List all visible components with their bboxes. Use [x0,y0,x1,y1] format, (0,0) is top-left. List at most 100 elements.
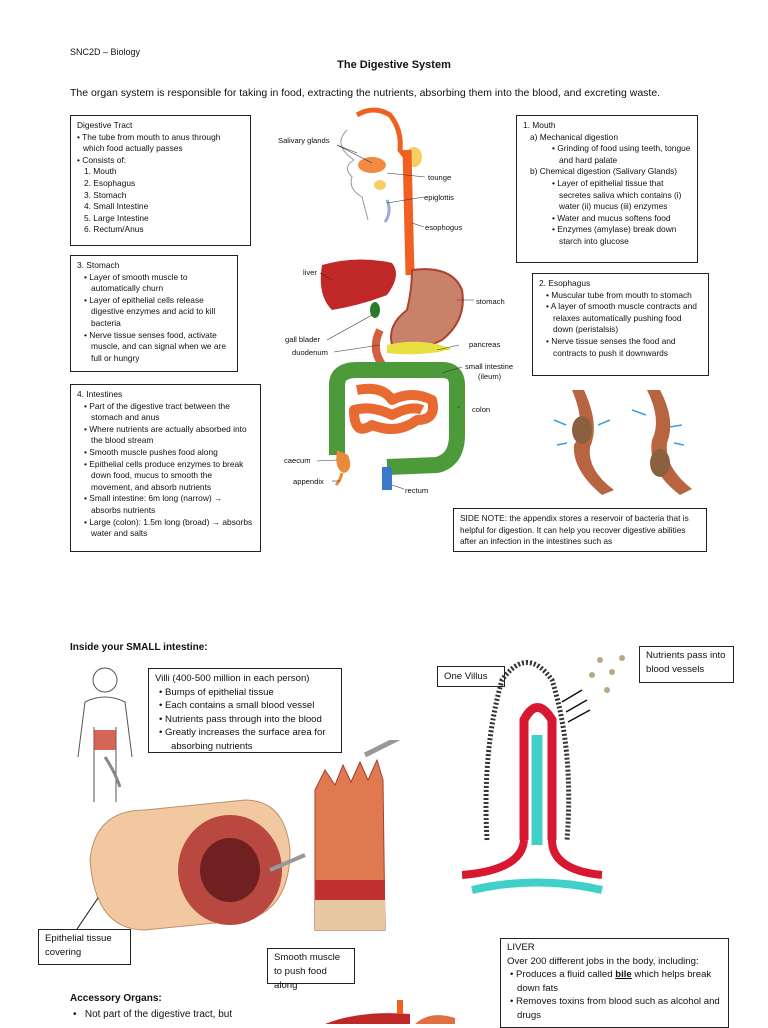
accessory-bullet-text: Not part of the digestive tract, but [84,1009,233,1020]
tract-item: 2. Esophagus [84,177,136,188]
esophagus-tube [402,149,415,276]
pancreas-shape [387,341,452,355]
label-tongue: tounge [428,173,452,182]
intestine-mini [94,730,116,750]
villus-wall [483,660,572,841]
tract-item: 4. Small Intestine [84,201,149,212]
accessory-heading: Accessory Organs: [70,993,162,1004]
stomach-bullet: Layer of epithelial cells release digest… [77,295,231,330]
villi-bullet: Nutrients pass through into the blood [155,713,335,727]
villi-bullet: Each contains a small blood vessel [155,699,335,713]
intestines-bullet: Large (colon): 1.5m long (broad) → absor… [77,517,254,540]
tract-item: 3. Stomach [84,189,127,200]
label-ileum: (ileum) [478,372,502,381]
esophagus-box: 2. Esophagus Muscular tube from mouth to… [532,273,709,376]
liver-bullet: • Removes toxins from blood such as alco… [510,996,720,1021]
tract-heading: Digestive Tract [77,120,133,130]
epithelial-label: Epithelial tissue covering [38,929,131,965]
colon-shape [329,362,465,475]
digestive-tract-box: Digestive Tract The tube from mouth to a… [70,115,251,246]
label-pancreas: pancreas [469,340,501,349]
liver-text: Over 200 different jobs in the body, inc… [507,955,699,967]
tract-item: 5. Large Intestine [84,212,149,223]
blood-vessel-base [462,839,603,879]
mouth-box: 1. Mouth a) Mechanical digestion Grindin… [516,115,698,263]
label-appendix: appendix [293,477,324,486]
digestive-system-diagram [316,107,474,490]
tract-bullet: Consists of: [77,155,244,167]
mouth-b-bullet: Water and mucus softens food [545,213,691,225]
label-rectum: rectum [405,486,429,495]
arrow [363,740,401,758]
appendix-shape [334,472,344,487]
esophagus-bullet: A layer of smooth muscle contracts and r… [539,301,702,336]
mouth-heading: 1. Mouth [523,120,556,130]
stomach-bullet: Nerve tissue senses food, activate muscl… [77,330,231,365]
esophagus-bullet: Muscular tube from mouth to stomach [539,290,702,302]
body-outline-figure [77,667,133,802]
label-stomach: stomach [476,297,505,306]
peristalsis-illustration [553,390,692,495]
intestine-lumen-inner [200,838,260,902]
arrow [269,853,306,872]
stomach-heading: 3. Stomach [77,260,120,270]
tongue-shape [358,157,386,173]
tract-bullet: The tube from mouth to anus through whic… [77,132,244,155]
smooth-muscle-label: Smooth muscle to push food along [267,948,355,991]
caecum-shape [336,450,351,473]
small-intestine-shape [349,383,438,434]
label-small-intestine: small intestine [465,362,514,371]
label-gall-bladder: gall blader [285,335,321,344]
liver-shape [320,259,396,310]
villi-bullet: Bumps of epithelial tissue [155,686,335,700]
nutrients-label: Nutrients pass into blood vessels [639,646,734,683]
label-epiglottis: epiglottis [424,193,454,202]
esophagus-bullet: Nerve tissue senses the food and contrac… [539,336,702,359]
villi-title: Villi (400-500 million in each person) [155,673,310,684]
label-esophagus: esophogus [425,223,463,232]
liver-bullet: • Produces a fluid called bile which hel… [510,969,712,994]
intestines-heading: 4. Intestines [77,389,123,399]
muscle-layer [315,880,385,900]
liver-box: LIVER Over 200 different jobs in the bod… [500,938,729,1028]
label-salivary-glands: Salivary glands [278,136,330,145]
small-intestine-heading: Inside your SMALL intestine: [70,642,208,653]
esophagus-segment [647,390,692,495]
oral-cavity [355,107,414,167]
label-caecum: caecum [284,456,311,465]
mouth-a-bullet: Grinding of food using teeth, tongue and… [545,143,691,166]
stomach-box: 3. Stomach Layer of smooth muscle to aut… [70,255,238,372]
trachea [383,199,391,223]
food-bolus [572,416,592,444]
intestines-bullet: Part of the digestive tract between the … [77,401,254,424]
stomach-bullet: Layer of smooth muscle to automatically … [77,272,231,295]
intestines-bullet: Small intestine: 6m long (narrow) → abso… [77,493,254,516]
label-colon: colon [472,405,491,414]
page-title: The Digestive System [337,59,451,71]
villus-diagram [462,655,625,894]
tract-item: 1. Mouth [84,166,117,177]
label-liver: liver [303,268,317,277]
esophagus-heading: 2. Esophagus [539,278,591,288]
tract-item: 6. Rectum/Anus [84,224,144,235]
mouth-a: a) Mechanical digestion [530,131,618,142]
liver-illustration [325,1000,455,1024]
mouth-b-bullet: Layer of epithelial tissue that secretes… [545,178,691,213]
salivary-gland [374,180,386,190]
stomach-shape [390,268,464,350]
intestines-box: 4. Intestines Part of the digestive trac… [70,384,261,552]
lacteal-base [471,878,603,894]
mouth-b: b) Chemical digestion (Salivary Glands) [530,166,678,177]
villi-box: Villi (400-500 million in each person) B… [148,668,342,753]
gall-bladder-shape [370,302,380,318]
duodenum-shape [371,328,388,370]
intestines-bullet: Smooth muscle pushes food along [77,447,254,459]
accessory-bullet: • Not part of the digestive tract, but [73,1009,233,1020]
blood-vessel [519,703,557,840]
food-bolus [650,449,670,477]
intestines-bullet: Where nutrients are actually absorbed in… [77,424,254,447]
mouth-b-bullet: Enzymes (amylase) break down starch into… [545,224,691,247]
arrow [103,756,122,788]
course-code: SNC2D – Biology [70,47,141,57]
epithelial-pointer [76,897,99,930]
